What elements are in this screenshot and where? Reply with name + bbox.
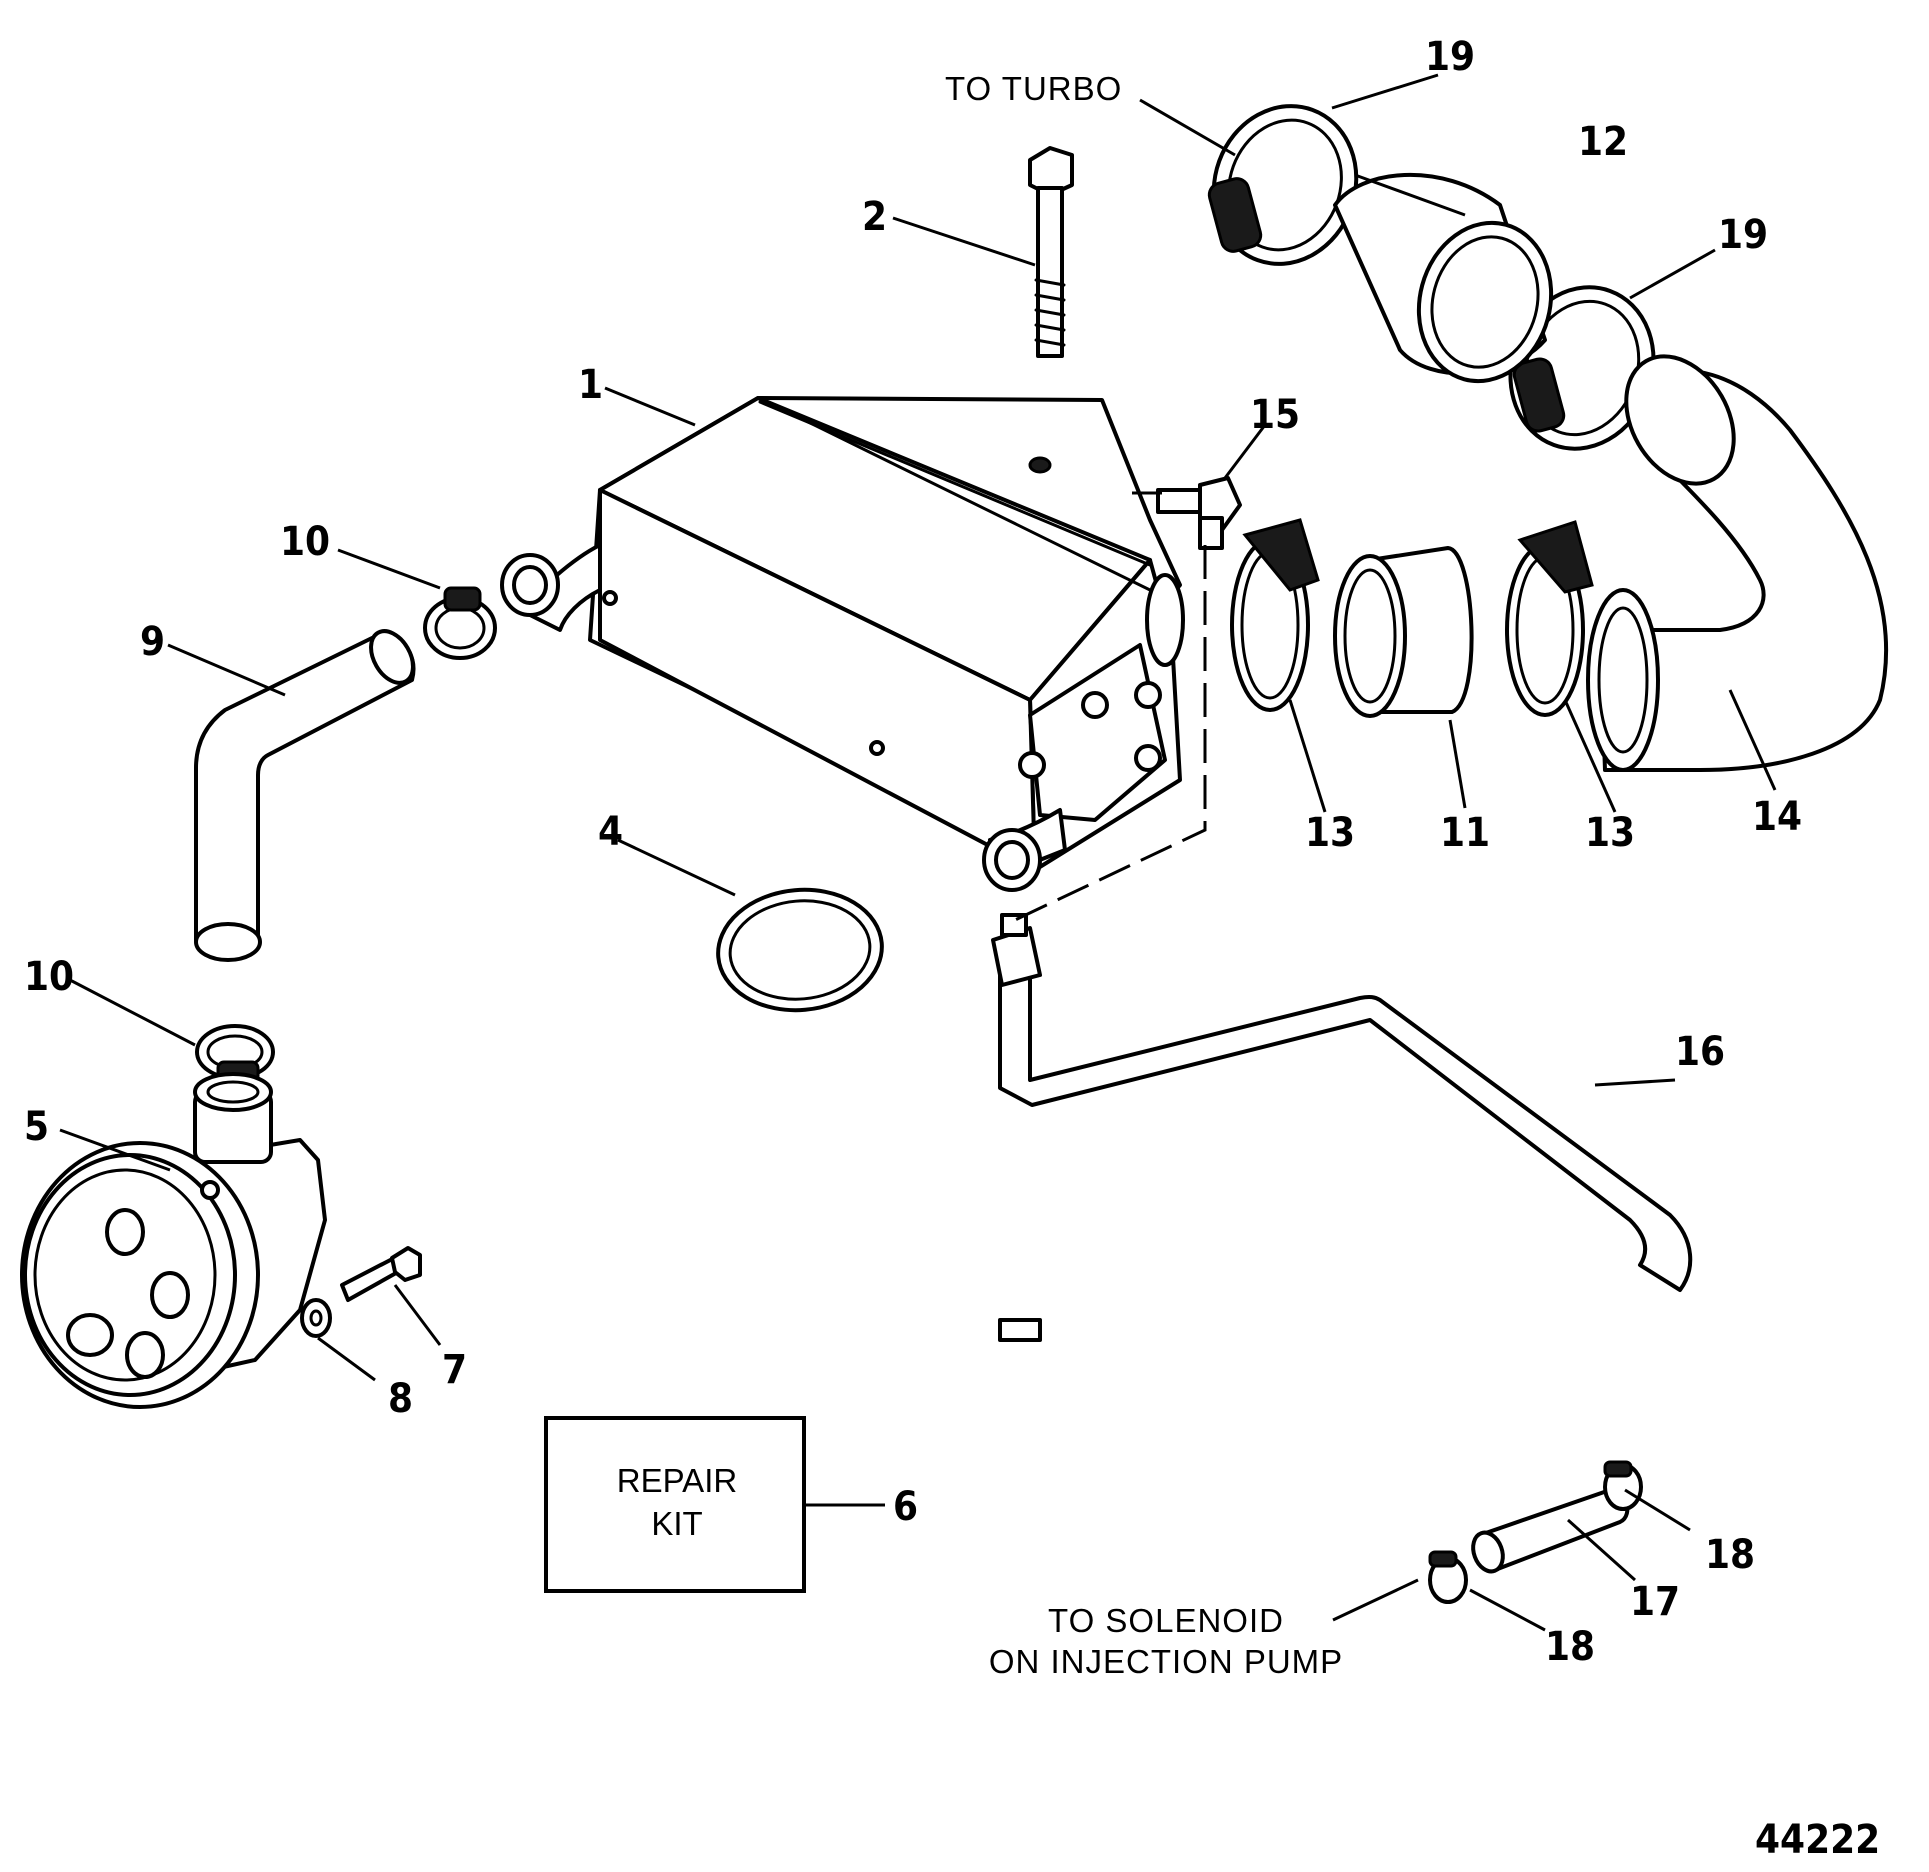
callout-12: 12 [1578, 119, 1628, 165]
callout-17: 17 [1630, 1579, 1680, 1625]
callout-15: 15 [1250, 392, 1300, 438]
callout-numbers: 1 2 4 5 6 7 8 9 10 10 11 12 13 13 14 15 … [24, 34, 1802, 1670]
callout-13-right: 13 [1585, 810, 1635, 856]
o-ring-4 [716, 887, 884, 1013]
clamp-13-right [1505, 520, 1594, 717]
repair-kit-line1: REPAIR [617, 1462, 737, 1499]
figure-number: 44222 [1755, 1817, 1880, 1863]
callout-16: 16 [1675, 1029, 1725, 1075]
callout-19-lower: 19 [1718, 212, 1768, 258]
clamp-10-upper [423, 586, 497, 660]
clamp-19-upper [1207, 104, 1359, 266]
sea-water-pump-5 [20, 1072, 327, 1409]
dashed-routing-line [1014, 491, 1207, 922]
washer-8 [300, 1298, 332, 1338]
callout-10-upper: 10 [280, 519, 330, 565]
callout-2: 2 [862, 194, 887, 240]
clamp-18-left [1428, 1550, 1468, 1604]
callout-10-lower: 10 [24, 954, 74, 1000]
callout-11: 11 [1440, 810, 1490, 856]
screw-7 [340, 1246, 422, 1302]
callout-14: 14 [1752, 794, 1802, 840]
callout-18-right: 18 [1705, 1532, 1755, 1578]
clamp-18-right [1603, 1460, 1643, 1511]
callout-9: 9 [140, 619, 165, 665]
callout-19-upper: 19 [1425, 34, 1475, 80]
leader-lines [59, 73, 1777, 1632]
note-to-turbo: TO TURBO [945, 70, 1122, 107]
callout-7: 7 [442, 1347, 467, 1393]
callout-4: 4 [598, 809, 623, 855]
callout-18-left: 18 [1545, 1624, 1595, 1670]
callout-13-left: 13 [1305, 810, 1355, 856]
bolt [1028, 146, 1074, 358]
callout-5: 5 [24, 1104, 49, 1150]
note-to-solenoid-line2: ON INJECTION PUMP [989, 1643, 1343, 1680]
repair-kit-box: REPAIR KIT [544, 1416, 806, 1593]
repair-kit-line2: KIT [651, 1505, 702, 1542]
hose-9 [194, 629, 416, 962]
callout-1: 1 [578, 362, 603, 408]
hose-12 [1333, 172, 1554, 384]
heat-exchanger-body [500, 396, 1185, 892]
clamp-13-left [1230, 518, 1320, 712]
callout-6: 6 [893, 1484, 918, 1530]
callout-8: 8 [388, 1376, 413, 1422]
elbow-hose-14 [1586, 354, 1889, 772]
hose-17 [1471, 1487, 1630, 1574]
hose-11 [1333, 546, 1474, 718]
elbow-fitting-15 [1156, 476, 1242, 550]
tube-16 [991, 913, 1693, 1342]
note-to-solenoid-line1: TO SOLENOID [1048, 1602, 1284, 1639]
